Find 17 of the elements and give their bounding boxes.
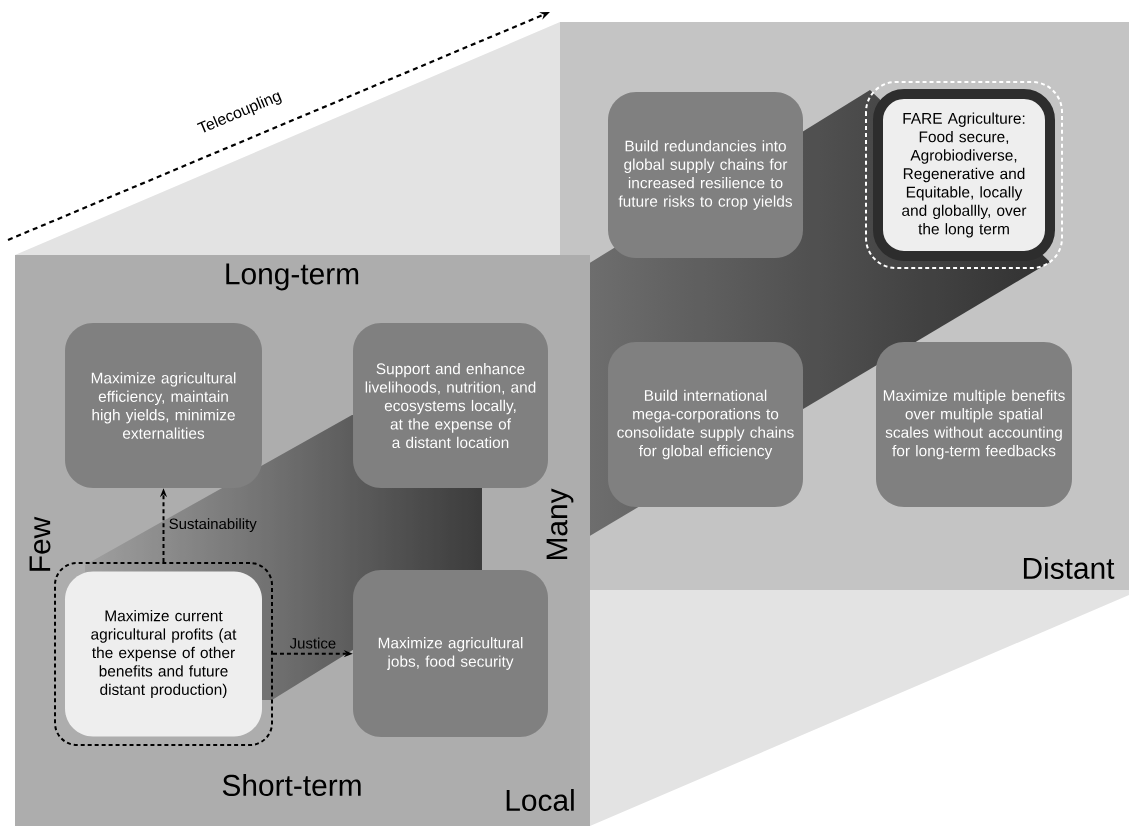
axis-label: Local bbox=[506, 789, 574, 811]
strategy-box: Support and enhance livelihoods, nutrition, and ecosystems locally, at the expense of a distant location bbox=[353, 323, 548, 488]
strategy-box: Maximize agricultural jobs, food security bbox=[353, 570, 548, 737]
strategy-box: Maximize agricultural efficiency, maintain high yields, minimize externalities bbox=[65, 323, 262, 488]
axis-label: Distant bbox=[1023, 557, 1115, 579]
strategy-box: Build international mega-corporations to consolidate supply chains for global efficiency bbox=[608, 342, 803, 507]
goal-box: FARE Agriculture: Food secure, Agrobiodiverse, Regenerative and Equitable, locally and globallly, over the long term bbox=[865, 81, 1063, 269]
strategy-box: Maximize current agricultural profits (at the expense of other benefits and future distant production) bbox=[65, 571, 262, 737]
axis-label: Long-term bbox=[226, 263, 359, 291]
strategy-box: Build redundancies into global supply chains for increased resilience to future risks to crop yields bbox=[608, 92, 803, 258]
strategy-box: Maximize multiple benefits over multiple spatial scales without accounting for long-term feedbacks bbox=[876, 342, 1072, 507]
edge-label: Sustainability bbox=[169, 518, 257, 533]
edge-label: Justice bbox=[289, 637, 336, 649]
axis-label: Many bbox=[546, 488, 574, 560]
axis-label: Few bbox=[29, 516, 51, 571]
dashed-outline bbox=[54, 562, 273, 746]
axis-label: Short-term bbox=[222, 774, 361, 796]
